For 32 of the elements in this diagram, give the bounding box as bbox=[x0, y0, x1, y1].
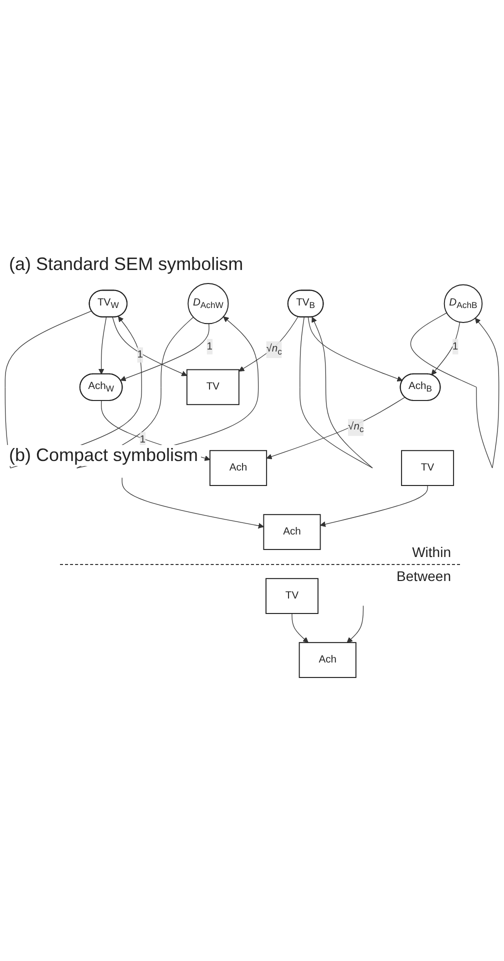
arrow bbox=[122, 477, 264, 529]
arrow bbox=[112, 316, 188, 376]
observed-box: Ach bbox=[298, 642, 356, 678]
edge-label: √n$_{c}$ bbox=[266, 343, 282, 356]
disturbance-circle: D$_{AchB}$ bbox=[444, 284, 483, 323]
latent-ellipse: TV$_{W}$ bbox=[88, 290, 128, 318]
arrow bbox=[346, 605, 364, 643]
arrow bbox=[431, 322, 460, 376]
arrow bbox=[238, 316, 298, 372]
observed-box: Ach bbox=[263, 514, 321, 550]
disturbance-circle: D$_{AchW}$ bbox=[188, 283, 229, 324]
observed-box: Ach bbox=[209, 450, 268, 486]
arrow bbox=[320, 485, 428, 527]
arrow bbox=[292, 613, 308, 643]
observed-box: TV bbox=[266, 578, 318, 614]
arrow bbox=[120, 323, 210, 382]
panel-heading: (b) Compact symbolism bbox=[6, 444, 202, 466]
latent-ellipse: TV$_{B}$ bbox=[287, 290, 324, 318]
arrow bbox=[308, 316, 403, 382]
edge-label: 1 bbox=[140, 434, 146, 446]
latent-ellipse: Ach$_{W}$ bbox=[79, 373, 123, 401]
edge-label: 1 bbox=[452, 340, 458, 352]
arrow bbox=[300, 316, 373, 468]
arrow bbox=[410, 312, 500, 468]
edge-label: 1 bbox=[137, 349, 143, 360]
observed-box: TV bbox=[186, 369, 240, 406]
edge-label: √n$_{c}$ bbox=[348, 421, 364, 434]
observed-box: TV bbox=[401, 450, 454, 486]
arrow bbox=[266, 396, 406, 460]
latent-ellipse: Ach$_{B}$ bbox=[400, 373, 441, 401]
arrow bbox=[98, 316, 107, 374]
edge-label: 1 bbox=[206, 340, 213, 352]
